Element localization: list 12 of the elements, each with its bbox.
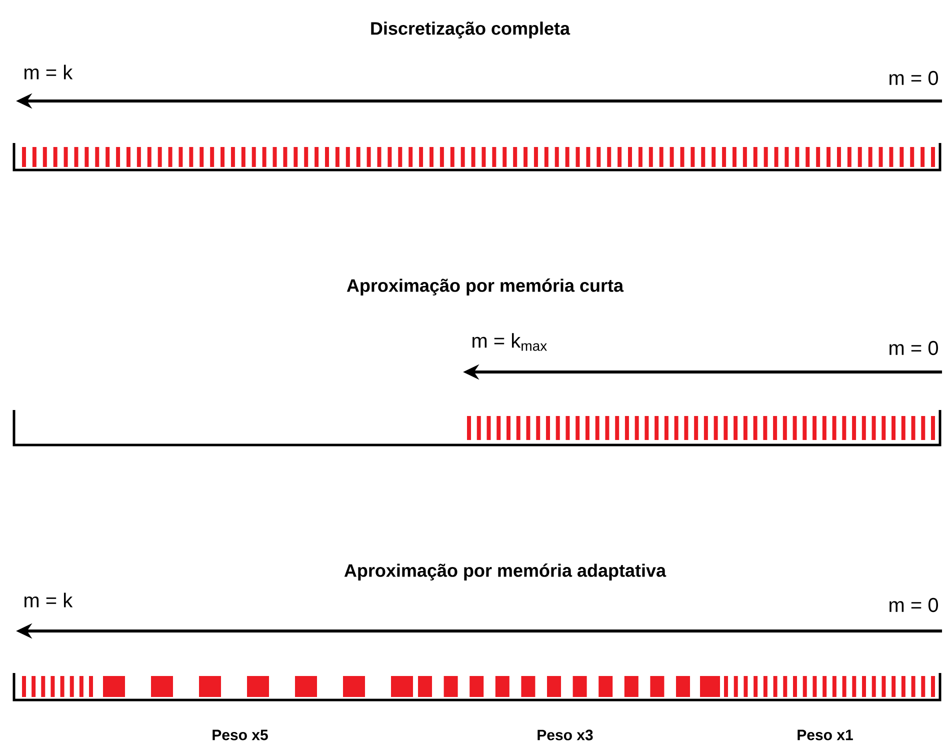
heading: Discretização completa <box>371 22 570 38</box>
axis-label: m = k$_{max}$ <box>472 333 547 351</box>
axis-label: m = 0 <box>890 598 938 612</box>
axis-label: m = k <box>24 64 73 80</box>
heading: Aproximação por memória adaptativa <box>344 564 666 580</box>
axis-label: m = k <box>24 592 73 608</box>
axis-label: m = 0 <box>890 340 938 356</box>
weight-label: Peso x5 <box>212 730 268 740</box>
axis-label: m = 0 <box>890 70 938 86</box>
weight-label: Peso x1 <box>798 730 853 740</box>
weight-label: Peso x3 <box>538 730 593 740</box>
heading: Aproximação por memória curta <box>346 278 624 296</box>
